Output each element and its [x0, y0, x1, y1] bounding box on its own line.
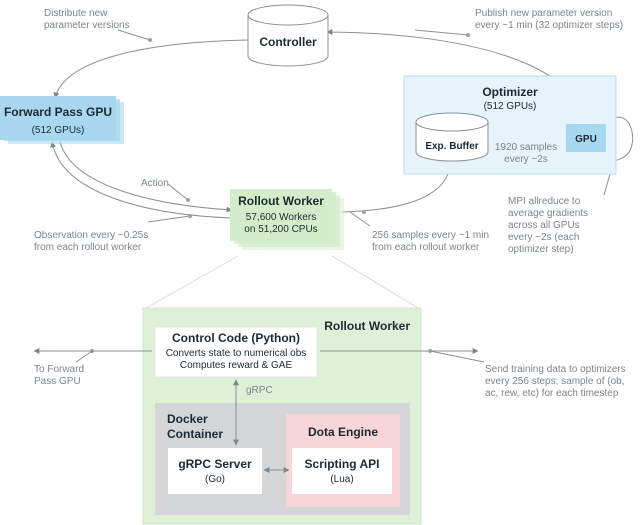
observation-line1: Observation every ~0.25s: [34, 230, 148, 241]
mpi-line3: across all GPUs: [508, 220, 580, 231]
mpi-line5: optimizer step): [508, 244, 574, 255]
edge-controller-to-forward-pass: [53, 39, 249, 99]
rollout-worker-detail-panel: Rollout Worker Control Code (Python) Con…: [142, 307, 422, 525]
gpu-node: GPU: [566, 124, 606, 152]
gpu-label: GPU: [575, 134, 597, 145]
top-notes: Distribute new parameter versions Publis…: [34, 8, 623, 255]
dota-engine-title: Dota Engine: [308, 425, 378, 439]
samples-1920-line1: 1920 samples: [495, 142, 557, 153]
rollout-worker-line1: 57,600 Workers: [246, 212, 316, 223]
samples-256-line2: from each rollout worker: [372, 242, 480, 253]
rollout-worker-node: Rollout Worker 57,600 Workers on 51,200 …: [230, 189, 344, 250]
exp-buffer-node: Exp. Buffer: [415, 112, 489, 162]
action-label: Action: [141, 178, 169, 189]
grpc-edge-label: gRPC: [246, 385, 273, 396]
rollout-worker-title: Rollout Worker: [238, 194, 324, 208]
forward-pass-sub: (512 GPUs): [32, 125, 85, 136]
docker-line2: Container: [167, 427, 223, 441]
control-code-line2: Computes reward & GAE: [180, 360, 293, 371]
scripting-api-title: Scripting API: [305, 457, 380, 471]
bottom-notes: To Forward Pass GPU Send training data t…: [34, 364, 626, 399]
optimizer-sub: (512 GPUs): [484, 101, 537, 112]
controller-label: Controller: [259, 35, 317, 49]
rollout-detail-title: Rollout Worker: [324, 319, 410, 333]
send-training-line2: every 256 steps; sample of (ob,: [485, 376, 625, 387]
send-training-line1: Send training data to optimizers: [485, 364, 626, 375]
optimizer-title: Optimizer: [482, 85, 538, 99]
controller-node: Controller: [247, 4, 329, 67]
rollout-worker-line2: on 51,200 CPUs: [244, 224, 317, 235]
distribute-line2: parameter versions: [44, 20, 130, 31]
docker-line1: Docker: [167, 412, 208, 426]
forward-pass-gpu-node: Forward Pass GPU (512 GPUs): [0, 96, 124, 144]
grpc-server-node: gRPC Server (Go): [168, 448, 262, 494]
mpi-line2: average gradients: [508, 208, 588, 219]
exp-buffer-label: Exp. Buffer: [425, 141, 478, 152]
zoom-guide-right: [331, 255, 419, 309]
publish-line2: every ~1 min (32 optimizer steps): [475, 20, 623, 31]
to-forward-line2: Pass GPU: [34, 376, 81, 387]
control-code-title: Control Code (Python): [172, 331, 300, 345]
send-training-line3: ac, rew, etc) for each timestep: [485, 388, 619, 399]
to-forward-line1: To Forward: [34, 364, 84, 375]
samples-1920-line2: every ~2s: [504, 154, 548, 165]
grpc-server-title: gRPC Server: [178, 457, 252, 471]
control-code-line1: Converts state to numerical obs: [166, 348, 307, 359]
edge-observation: [50, 141, 233, 219]
edge-action: [59, 141, 233, 213]
edge-horizontal-io: [33, 348, 485, 363]
grpc-server-sub: (Go): [205, 474, 225, 485]
optimizer-node: Optimizer (512 GPUs) Exp. Buffer GPU 192…: [403, 75, 617, 175]
mpi-line4: every ~2s (each: [508, 232, 579, 243]
observation-line2: from each rollout worker: [34, 242, 142, 253]
samples-256-line1: 256 samples every ~1 min: [372, 230, 489, 241]
forward-pass-title: Forward Pass GPU: [4, 105, 112, 119]
mpi-line1: MPI allreduce to: [508, 196, 581, 207]
control-code-node: Control Code (Python) Converts state to …: [154, 326, 318, 378]
distribute-line1: Distribute new: [44, 8, 108, 19]
scripting-api-sub: (Lua): [330, 474, 353, 485]
scripting-api-node: Scripting API (Lua): [292, 448, 392, 494]
zoom-guide-left: [145, 255, 239, 309]
publish-line1: Publish new parameter version: [475, 8, 612, 19]
